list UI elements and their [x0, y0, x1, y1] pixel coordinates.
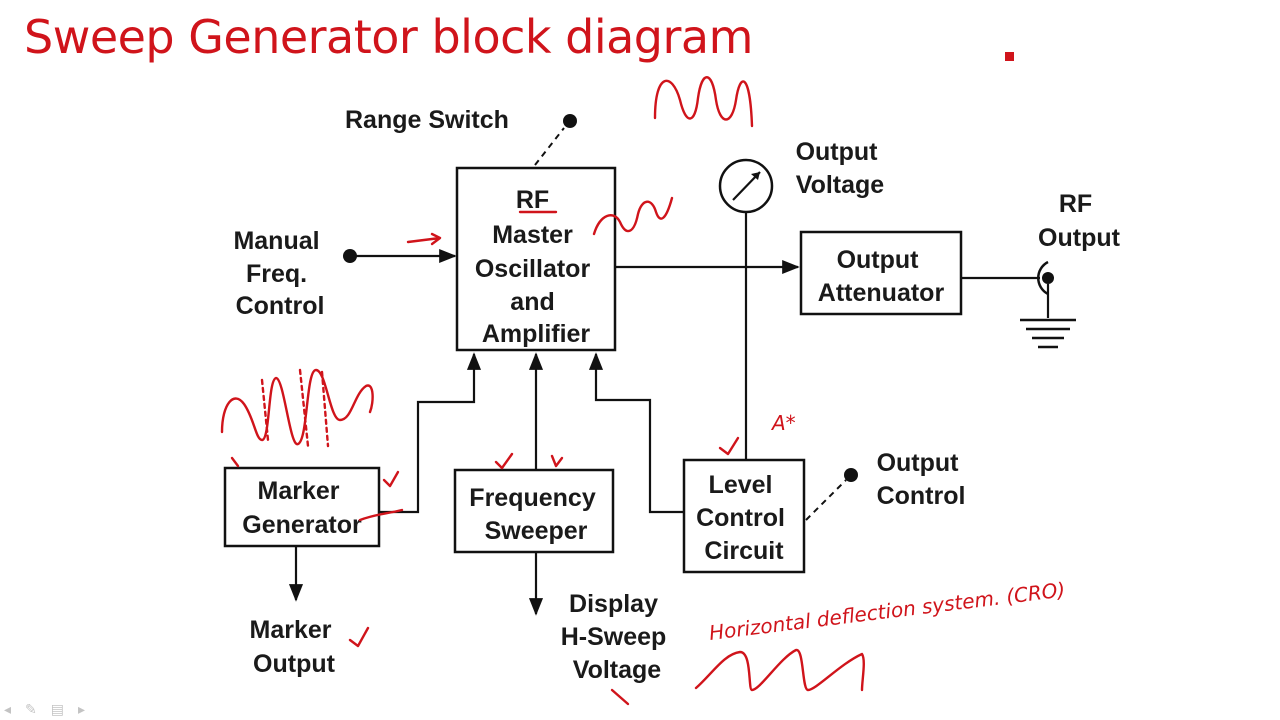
- menu-icon[interactable]: ▤: [50, 702, 64, 718]
- marker-output-line-1: Marker: [250, 616, 332, 644]
- voltmeter-icon: [615, 158, 800, 460]
- rf-output-line-2: Output: [1038, 224, 1121, 252]
- master-osc-line-5: Amplifier: [482, 320, 591, 348]
- star-mark: A*: [770, 411, 796, 435]
- master-osc-line-2: Master: [492, 221, 573, 249]
- rf-connector-icon: [1037, 260, 1054, 318]
- range-switch-label: Range Switch: [345, 106, 509, 134]
- marker-gen-line-1: Marker: [258, 477, 340, 505]
- master-oscillator-block: RF Master Oscillator and Amplifier: [455, 166, 617, 352]
- svg-text:Manual Freq. Contr: Manual Freq. Control: [233, 227, 326, 320]
- svg-text:Frequency Sweeper: Frequency Sweeper: [469, 484, 602, 545]
- slide-title: Sweep Generator block diagram: [24, 10, 753, 64]
- output-control-line-2: Control: [877, 482, 966, 510]
- svg-text:Marker Output: Marker Output: [250, 616, 339, 678]
- frequency-sweeper-block: Frequency Sweeper: [453, 352, 615, 616]
- display-sweep-line-3: Voltage: [573, 656, 662, 684]
- sweeper-line-1: Frequency: [469, 484, 596, 512]
- output-attenuator-block: Output Attenuator: [799, 230, 1040, 316]
- attenuator-line-2: Attenuator: [818, 279, 945, 307]
- master-osc-line-3: Oscillator: [475, 255, 591, 283]
- marker-output-line-2: Output: [253, 650, 336, 678]
- red-dot-mark: [1005, 52, 1014, 61]
- prev-icon[interactable]: ◂: [4, 702, 12, 718]
- output-voltage-line-2: Voltage: [796, 171, 885, 199]
- svg-text:Marker Generator: Marker Generator: [242, 477, 362, 539]
- horizontal-deflection-note: Horizontal deflection system. (CRO): [708, 577, 1067, 645]
- pen-icon[interactable]: ✎: [25, 702, 37, 718]
- ground-icon: [1020, 318, 1076, 349]
- level-control-line-3: Circuit: [704, 537, 784, 565]
- svg-text:Output Control: Output Control: [877, 449, 966, 510]
- level-control-line-1: Level: [709, 471, 773, 499]
- svg-text:Level Control Circ: Level Control Circuit: [696, 471, 792, 565]
- manual-freq-line-1: Manual: [233, 227, 319, 255]
- marker-generator-block: Marker Generator: [223, 352, 482, 602]
- svg-text:Output Attenuator: Output Attenuator: [818, 246, 945, 307]
- rf-output-line-1: RF: [1059, 190, 1092, 218]
- master-osc-line-4: and: [510, 288, 554, 316]
- display-sweep-line-2: H-Sweep: [561, 623, 667, 651]
- slide-nav: ◂ ✎ ▤ ▸: [4, 702, 85, 718]
- marker-gen-line-2: Generator: [242, 511, 362, 539]
- master-osc-line-1: RF: [516, 186, 549, 214]
- display-sweep-line-1: Display: [569, 590, 658, 618]
- output-control-line-1: Output: [877, 449, 960, 477]
- svg-text:Display H-Sweep Voltag: Display H-Sweep Voltage: [561, 590, 674, 684]
- manual-freq-line-3: Control: [236, 292, 325, 320]
- level-control-block: Level Control Circuit: [588, 352, 858, 574]
- attenuator-line-1: Output: [837, 246, 920, 274]
- range-switch: Range Switch: [345, 106, 577, 166]
- next-icon[interactable]: ▸: [78, 702, 86, 718]
- svg-text:RF Output: RF Output: [1038, 190, 1121, 252]
- output-voltage-line-1: Output: [796, 138, 879, 166]
- manual-freq-line-2: Freq.: [246, 260, 307, 288]
- svg-text:RF Master Oscillat: RF Master Oscillator and Amplifier: [475, 186, 597, 348]
- svg-text:Output Voltage: Output Voltage: [796, 138, 885, 199]
- level-control-line-2: Control: [696, 504, 785, 532]
- sweeper-line-2: Sweeper: [485, 517, 588, 545]
- manual-freq-control: Manual Freq. Control: [233, 227, 457, 320]
